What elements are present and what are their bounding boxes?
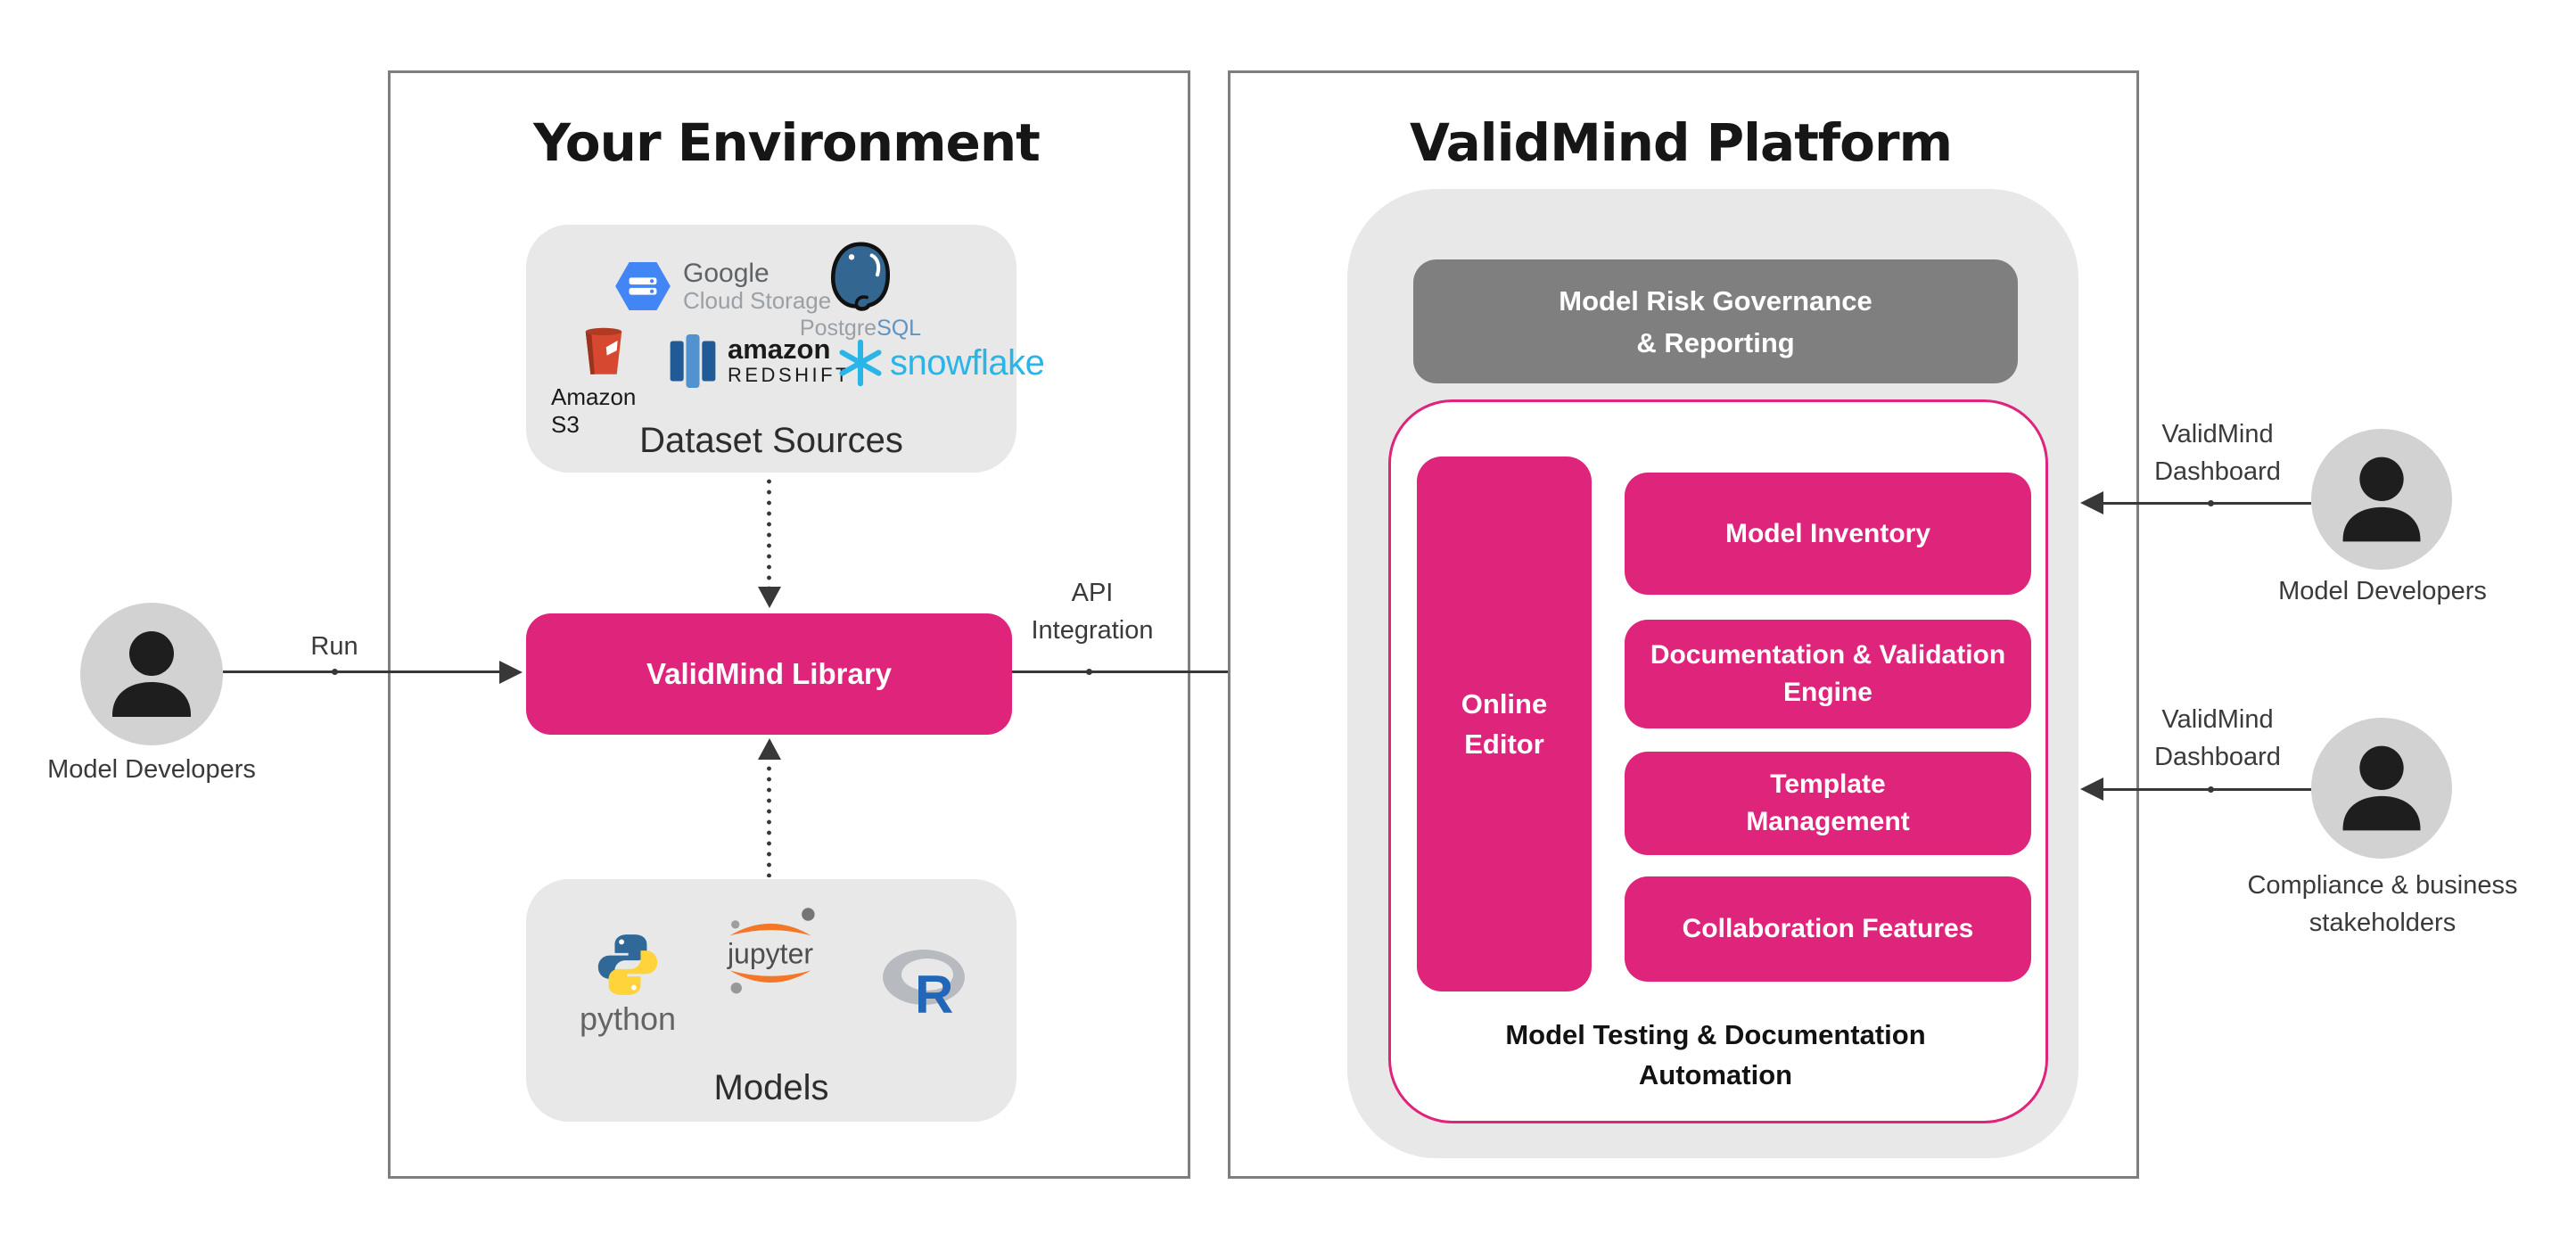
model-developers-left-label: Model Developers: [47, 755, 256, 784]
dashboard-top-arrow-line: [2103, 502, 2311, 505]
snowflake-label: snowflake: [890, 342, 1045, 383]
dashboard-bottom-arrow-waypoint: [2208, 786, 2214, 793]
run-arrow-label: Run: [310, 632, 358, 661]
platform-title: ValidMind Platform: [1409, 112, 1953, 173]
amazon-s3-logo: Amazon S3: [551, 325, 656, 439]
models-label: Models: [713, 1068, 829, 1107]
gcs-wordmark-line2: Cloud Storage: [683, 287, 832, 314]
r-label: R: [915, 965, 953, 1016]
snowflake-logo: snowflake: [836, 339, 1045, 387]
models-group: python jupyter R Models: [526, 879, 1016, 1122]
postgresql-wordmark-gray: Postgre: [799, 316, 877, 341]
api-arrow-waypoint: [1086, 669, 1092, 675]
models-to-library-arrowhead: [758, 738, 781, 760]
run-arrow-waypoint: [332, 669, 338, 675]
python-icon: [597, 934, 658, 995]
google-cloud-storage-logo: Google Cloud Storage: [615, 259, 831, 314]
api-arrow-line: [1012, 670, 1321, 673]
gcs-wordmark-line1: Google: [683, 259, 770, 288]
dashboard-bottom-arrow-line: [2103, 788, 2311, 791]
validmind-dashboard-bottom-label: ValidMind Dashboard: [2154, 705, 2281, 771]
dataset-to-library-dotted-line: [767, 476, 771, 587]
amazon-s3-label: Amazon S3: [551, 383, 637, 438]
run-arrowhead: [499, 661, 523, 684]
python-label: python: [579, 1000, 677, 1037]
dataset-to-library-arrowhead: [758, 587, 781, 608]
model-developers-right-label: Model Developers: [2278, 577, 2487, 605]
model-developers-right-person-icon: [2311, 429, 2452, 570]
dashboard-top-arrow-waypoint: [2208, 500, 2214, 506]
template-management-box: Template Management: [1625, 752, 2031, 855]
amazon-redshift-icon: [670, 333, 716, 389]
compliance-stakeholders-person-icon: [2311, 718, 2452, 859]
validmind-library-box: ValidMind Library: [526, 613, 1012, 735]
postgresql-elephant-icon: [830, 242, 891, 311]
api-integration-label: API Integration: [1031, 579, 1154, 645]
dashboard-top-arrowhead: [2080, 491, 2103, 514]
automation-caption: Model Testing & Documentation Automation: [1505, 1019, 1926, 1090]
dashboard-bottom-arrowhead: [2080, 777, 2103, 801]
amazon-s3-icon: [585, 327, 622, 374]
jupyter-label: jupyter: [727, 937, 813, 969]
snowflake-icon: [839, 339, 882, 387]
run-arrow-line: [223, 670, 501, 673]
r-logo: R: [883, 950, 965, 1016]
compliance-stakeholders-label: Compliance & business stakeholders: [2247, 871, 2518, 937]
collaboration-features-box: Collaboration Features: [1625, 876, 2031, 982]
models-to-library-dotted-line: [767, 763, 771, 877]
model-developers-left-person-icon: [80, 603, 223, 745]
python-logo: python: [565, 931, 690, 1038]
redshift-wordmark-line1: amazon: [728, 333, 831, 365]
validmind-library-label: ValidMind Library: [646, 657, 893, 690]
environment-title: Your Environment: [533, 112, 1041, 173]
model-inventory-box: Model Inventory: [1625, 473, 2031, 595]
online-editor-box: Online Editor: [1417, 457, 1592, 991]
documentation-validation-engine-box: Documentation & Validation Engine: [1625, 620, 2031, 728]
model-risk-governance-box: Model Risk Governance & Reporting: [1413, 259, 2018, 383]
redshift-wordmark-line2: REDSHIFT: [728, 364, 851, 386]
dataset-sources-label: Dataset Sources: [639, 421, 903, 460]
amazon-redshift-logo: amazon REDSHIFT: [669, 333, 851, 389]
postgresql-wordmark-blue: SQL: [876, 316, 922, 341]
google-cloud-storage-icon: [615, 262, 671, 310]
jupyter-logo: jupyter: [727, 908, 815, 994]
validmind-dashboard-top-label: ValidMind Dashboard: [2154, 420, 2281, 486]
